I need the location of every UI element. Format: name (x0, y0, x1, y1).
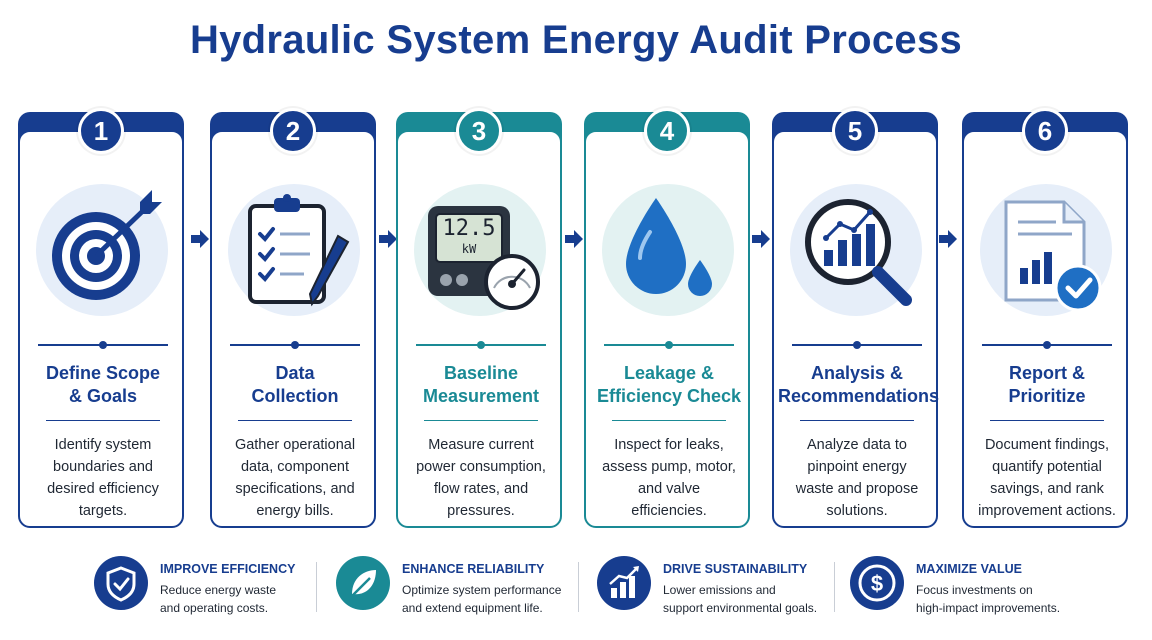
dollar-coin-icon: $ (850, 556, 904, 610)
divider (238, 420, 352, 421)
divider (416, 341, 546, 349)
divider (230, 341, 360, 349)
arrow-right-icon (752, 230, 770, 248)
step-card-body: 5 Analysis &Recommendations (772, 108, 940, 528)
step-card-6: 6 Report &Prioritize (962, 108, 1128, 528)
step-heading: Analysis &Recommendations (778, 363, 940, 406)
step-card-4: 4 Leakage &Efficiency Check Inspect for … (584, 108, 750, 528)
target-icon (36, 184, 168, 316)
divider (982, 341, 1112, 349)
report-check-icon (980, 184, 1112, 316)
growth-chart-icon (597, 556, 651, 610)
step-number: 5 (832, 108, 878, 154)
shield-check-icon (94, 556, 148, 610)
benefit-title: DRIVE SUSTAINABILITY (663, 562, 808, 576)
arrow-right-icon (939, 230, 957, 248)
step-heading: Define Scope& Goals (45, 363, 161, 406)
divider (800, 420, 914, 421)
step-card-body: 6 Report &Prioritize (962, 108, 1128, 528)
step-number: 2 (270, 108, 316, 154)
benefit-title: IMPROVE EFFICIENCY (160, 562, 296, 576)
divider (424, 420, 538, 421)
power-meter-gauge-icon: 12.5 kW (414, 184, 546, 316)
arrow-right-icon (565, 230, 583, 248)
water-drop-icon (602, 184, 734, 316)
page-title: Hydraulic System Energy Audit Process (189, 18, 963, 62)
divider (46, 420, 160, 421)
step-number: 1 (78, 108, 124, 154)
benefit-title: ENHANCE RELIABILITY (402, 562, 545, 576)
svg-text:$: $ (871, 571, 883, 596)
divider (38, 341, 168, 349)
step-number: 4 (644, 108, 690, 154)
clipboard-checklist-icon (228, 184, 360, 316)
divider (990, 420, 1104, 421)
leaf-icon (336, 556, 390, 610)
meter-value: 12.5 (442, 216, 496, 241)
step-heading: Leakage &Efficiency Check (596, 363, 742, 406)
separator (834, 562, 835, 612)
magnifier-chart-icon (790, 184, 922, 316)
step-heading: Report &Prioritize (1008, 363, 1086, 406)
arrow-right-icon (191, 230, 209, 248)
step-number: 3 (456, 108, 502, 154)
benefit-title: MAXIMIZE VALUE (916, 562, 1023, 576)
divider (612, 420, 726, 421)
divider (604, 341, 734, 349)
separator (578, 562, 579, 612)
step-description: Inspect for leaks,assess pump, motor,and… (602, 437, 736, 519)
step-card-5: 5 Analysis &Recommendations (772, 108, 940, 528)
meter-unit: kW (461, 242, 477, 256)
divider (792, 341, 922, 349)
step-number: 6 (1022, 108, 1068, 154)
separator (316, 562, 317, 612)
step-card-body: 4 Leakage &Efficiency Check Inspect for … (584, 108, 750, 528)
arrow-right-icon (379, 230, 397, 248)
